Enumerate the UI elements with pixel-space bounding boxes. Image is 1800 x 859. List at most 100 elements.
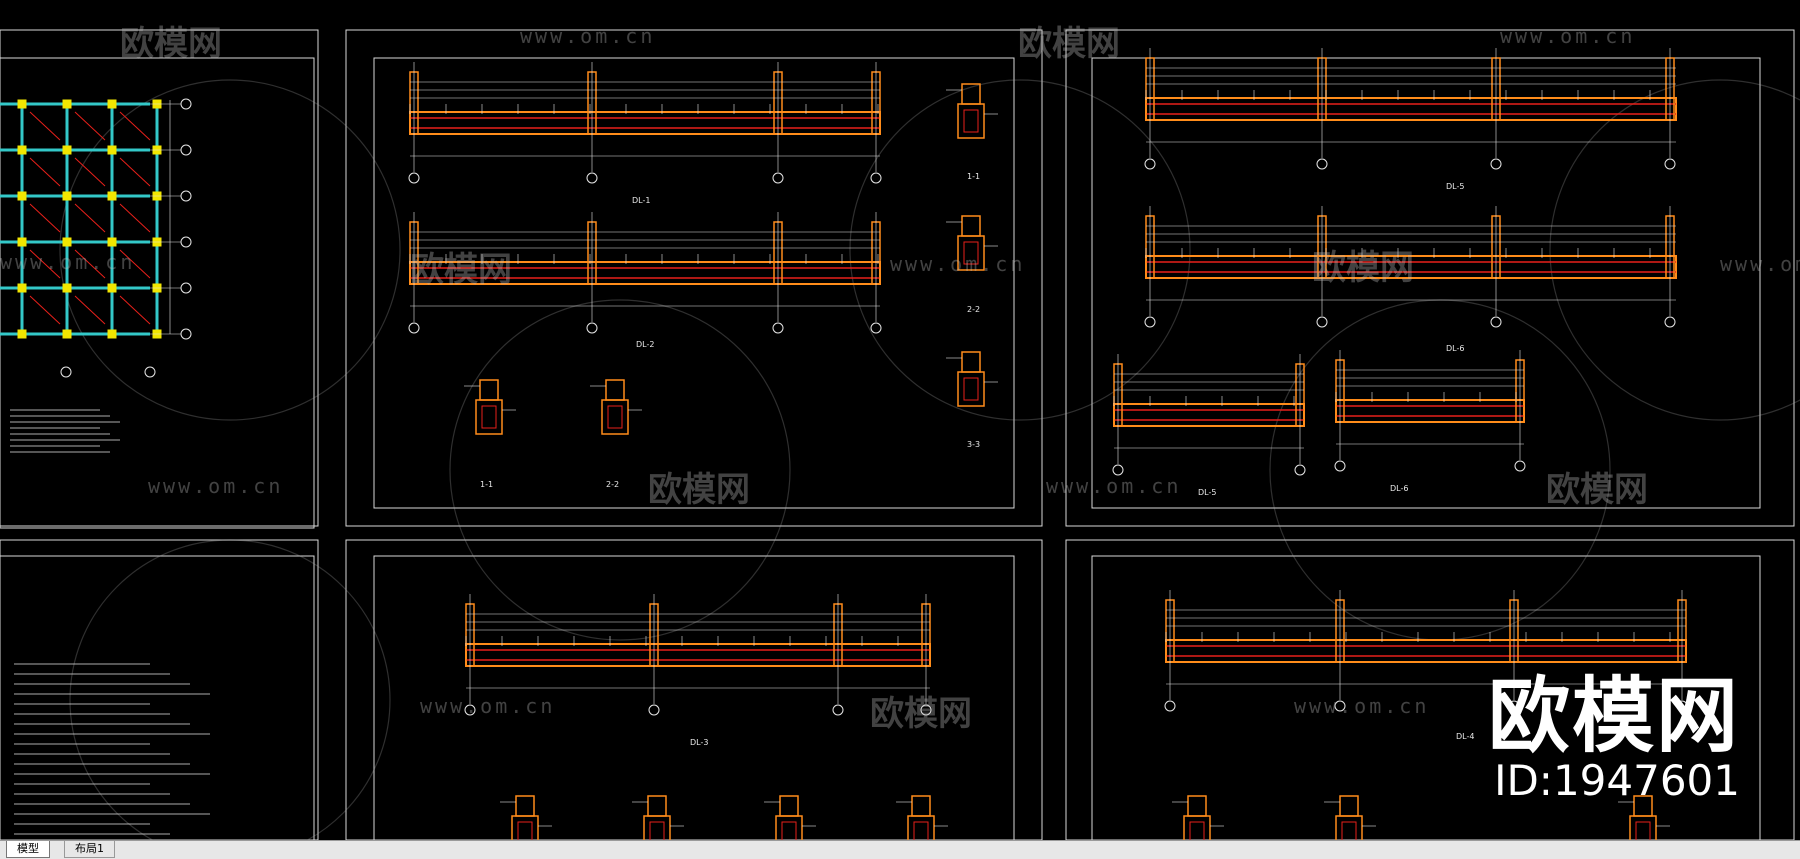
watermark-circle <box>59 79 401 421</box>
plan-column <box>62 99 72 109</box>
watermark-url: www.om.cn <box>890 252 1026 276</box>
section-detail-bottom <box>1635 821 1651 840</box>
grid-bubble <box>1664 158 1676 170</box>
grid-bubble <box>870 172 882 184</box>
plan-rebar <box>29 295 61 325</box>
plan-column <box>17 329 27 339</box>
grid-bubble <box>1164 700 1176 712</box>
section-detail-bottom <box>1341 821 1357 840</box>
grid-bubble <box>1334 460 1346 472</box>
beam-elevation-dl5 <box>1145 97 1677 121</box>
grid-bubble <box>144 366 156 378</box>
plan-column <box>107 329 117 339</box>
grid-bubble <box>180 236 192 248</box>
plan-rebar <box>119 157 151 187</box>
beam-label-dl6: DL-6 <box>1446 344 1465 353</box>
beam-label-dl5: DL-5 <box>1446 182 1465 191</box>
tab-layout1[interactable]: 布局1 <box>64 841 115 858</box>
section-detail-bottom <box>643 815 671 840</box>
watermark-url: www.om.cn <box>420 694 556 718</box>
plan-column <box>17 145 27 155</box>
beam-elevation-dl6-small <box>1335 399 1525 423</box>
watermark-logo: 欧模网 <box>1312 248 1414 288</box>
plan-rebar <box>29 249 61 279</box>
section-detail-bottom <box>779 795 799 817</box>
watermark-url: www.om.cn <box>520 24 656 48</box>
sheet-frame <box>373 555 1015 840</box>
section-detail-bottom <box>775 815 803 840</box>
grid-bubble <box>180 190 192 202</box>
section-label-2-2-small: 2-2 <box>606 480 620 489</box>
watermark-circle <box>849 79 1191 421</box>
section-detail-bottom <box>1187 795 1207 817</box>
grid-bubble <box>180 98 192 110</box>
watermark-logo: 欧模网 <box>120 24 222 64</box>
section-detail-bottom <box>647 795 667 817</box>
section-detail-bottom <box>907 815 935 840</box>
section-detail-bottom <box>911 795 931 817</box>
plan-rebar <box>74 203 106 233</box>
grid-bubble <box>1664 316 1676 328</box>
section-detail-1-1 <box>957 103 985 139</box>
grid-bubble <box>1490 316 1502 328</box>
sheet-frame <box>0 29 319 527</box>
section-detail-2-2 <box>963 241 979 265</box>
grid-bubble <box>586 322 598 334</box>
grid-bubble <box>1514 460 1526 472</box>
sheet-frame <box>1065 539 1795 840</box>
watermark-circle <box>449 299 791 641</box>
sheet-frame <box>0 57 315 529</box>
section-detail-2-2 <box>961 215 981 237</box>
section-label-2-2: 2-2 <box>967 305 981 314</box>
layout-tab-bar: 模型 布局1 <box>0 840 1800 859</box>
section-label-1-1: 1-1 <box>967 172 981 181</box>
beam-label-dl4: DL-4 <box>1456 732 1475 741</box>
plan-column <box>62 191 72 201</box>
grid-bubble <box>1144 158 1156 170</box>
plan-rebar <box>74 157 106 187</box>
sheet-frame <box>1065 29 1795 527</box>
drawing-canvas[interactable]: DL-1 DL-2 DL-3 DL-4 DL-5 DL-6 DL-5 DL-6 … <box>0 0 1800 840</box>
plan-column <box>62 329 72 339</box>
watermark-logo: 欧模网 <box>1018 24 1120 64</box>
section-label-1-1-small: 1-1 <box>480 480 494 489</box>
section-detail-3-3 <box>957 371 985 407</box>
grid-bubble <box>408 172 420 184</box>
sheet-frame <box>1091 555 1761 840</box>
beam-elevation-dl3 <box>465 643 931 667</box>
grid-bubble <box>1490 158 1502 170</box>
sheet-frame <box>1091 57 1761 509</box>
grid-bubble <box>464 704 476 716</box>
watermark-logo: 欧模网 <box>648 470 750 510</box>
section-detail-bottom <box>511 815 539 840</box>
section-detail-1-1-small <box>481 405 497 429</box>
grid-bubble <box>408 322 420 334</box>
watermark-url: www.om.cn <box>1294 694 1430 718</box>
grid-bubble <box>648 704 660 716</box>
plan-rebar <box>119 111 151 141</box>
plan-column <box>107 145 117 155</box>
grid-bubble <box>920 704 932 716</box>
section-detail-bottom <box>515 795 535 817</box>
watermark-logo: 欧模网 <box>1546 470 1648 510</box>
watermark-url: www.om.cn <box>0 250 136 274</box>
grid-bubble <box>180 144 192 156</box>
plan-column <box>17 283 27 293</box>
grid-bubble <box>772 322 784 334</box>
section-detail-3-3 <box>963 377 979 401</box>
watermark-url: www.om.cn <box>1500 24 1636 48</box>
grid-bubble <box>180 328 192 340</box>
sheet-frame <box>0 555 315 840</box>
plan-column <box>62 283 72 293</box>
grid-bubble <box>1334 700 1346 712</box>
plan-column <box>107 283 117 293</box>
watermark-circle <box>1549 79 1800 421</box>
beam-label-dl1: DL-1 <box>632 196 651 205</box>
plan-column <box>62 237 72 247</box>
section-detail-bottom <box>517 821 533 840</box>
plan-rebar <box>29 111 61 141</box>
section-detail-2-2 <box>957 235 985 271</box>
grid-bubble <box>1316 316 1328 328</box>
plan-rebar <box>74 295 106 325</box>
tab-model[interactable]: 模型 <box>6 841 50 858</box>
